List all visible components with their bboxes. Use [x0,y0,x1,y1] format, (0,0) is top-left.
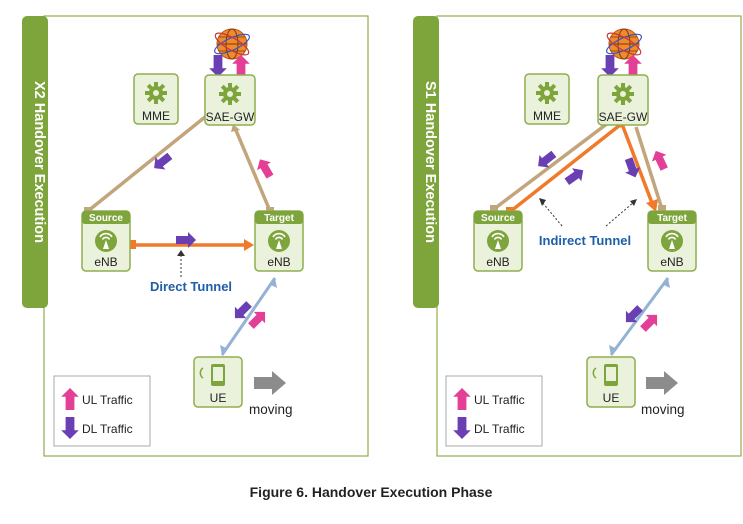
left-gw-gear-icon [219,83,241,105]
left-tunnel-pointer-head [177,250,185,256]
right-source-header: Source [481,213,515,224]
right-target-label: eNB [660,255,683,269]
left-mme-node: MME [133,73,179,125]
left-radio-head-a [220,345,228,355]
left-link-source-gw [86,111,212,213]
left-tunnel-start [127,240,136,249]
right-indirect-tunnel-up [509,123,622,213]
right-source-antenna-icon [486,229,510,253]
right-gw-node: SAE-GW [597,28,649,126]
right-mme-node: MME [524,73,570,125]
left-link-arrowhead-2 [231,124,240,132]
right-tunnel-pointer-a [541,201,563,227]
left-mme-gear-icon [145,82,167,104]
left-target-enb-node: Target eNB [254,210,304,272]
right-panel: S1 Handover Execution Indirect Tunnel [413,15,742,457]
left-source-label: eNB [94,255,117,269]
right-tunnel-head-b [646,199,658,212]
right-target-antenna-icon [660,229,684,253]
left-legend-ul-label: UL Traffic [82,393,133,407]
figure-caption: Figure 6. Handover Execution Phase [250,484,493,500]
right-ue-label: UE [603,391,620,405]
left-source-enb-node: Source eNB [81,210,131,272]
right-moving-label: moving [641,402,685,417]
left-moving-label: moving [249,402,293,417]
left-radio-link [220,277,277,356]
left-source-antenna-icon [94,229,118,253]
right-radio-head-b [662,278,670,288]
left-mme-label: MME [142,109,170,123]
left-gw-label: SAE-GW [206,110,255,124]
right-gw-gear-icon [612,83,634,105]
left-legend-dl-label: DL Traffic [82,422,133,436]
left-source-header: Source [89,213,123,224]
right-mme-gear-icon [536,82,558,104]
right-link-end-a [490,205,498,213]
left-link-target-gw [233,127,272,212]
left-gw-node: SAE-GW [204,28,256,126]
right-link-end-b [658,205,666,213]
left-target-header: Target [264,213,294,224]
right-legend: UL Traffic DL Traffic [445,375,543,447]
right-side-title: S1 Handover Execution [422,81,438,243]
left-target-label: eNB [267,255,290,269]
right-radio-head-a [609,345,617,355]
right-tunnel-pointer-head-a [539,198,546,206]
left-target-antenna-icon [267,229,291,253]
left-side-title: X2 Handover Execution [31,81,47,243]
right-target-enb-node: Target eNB [647,210,697,272]
left-ue-label: UE [210,391,227,405]
right-indirect-tunnel-down [620,123,654,204]
right-radio-link [609,277,670,356]
left-tunnel-label: Direct Tunnel [150,279,232,294]
left-side-bar [22,16,48,308]
right-mme-label: MME [533,109,561,123]
right-tunnel-pointer-head-b [630,199,637,206]
right-source-label: eNB [486,255,509,269]
right-link-target-gw [634,126,664,210]
left-tunnel-head [244,239,254,251]
right-tunnel-label: Indirect Tunnel [539,233,631,248]
left-ue-node: UE [193,356,243,408]
left-radio-head-b [269,278,277,288]
right-legend-dl-label: DL Traffic [474,422,525,436]
right-target-header: Target [657,213,687,224]
right-legend-ul-label: UL Traffic [474,393,525,407]
left-legend: UL Traffic DL Traffic [53,375,151,447]
right-link-source-gw [492,118,614,211]
right-side-bar [413,16,439,308]
left-panel: X2 Handover Execution Direct Tunnel MME [22,15,369,457]
right-source-enb-node: Source eNB [473,210,523,272]
right-ue-node: UE [586,356,636,408]
right-gw-label: SAE-GW [599,110,648,124]
